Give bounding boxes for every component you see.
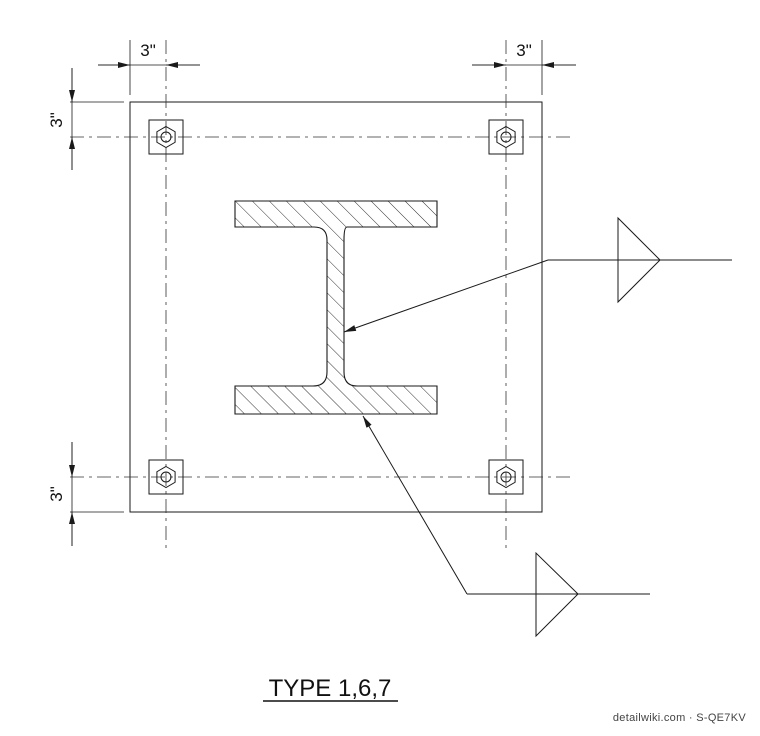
dimension-top-left [98, 40, 200, 95]
anchor-bolt-bottom-right [488, 459, 524, 495]
fillet-weld-icon [617, 216, 661, 304]
weld-callout-web [343, 216, 732, 333]
dimension-label-left-top: 3" [47, 112, 66, 128]
fillet-weld-icon [535, 551, 579, 638]
dimension-top-right [472, 40, 576, 95]
wide-flange-column-section [234, 200, 438, 415]
watermark-text: detailwiki.com · S-QE7KV [613, 712, 746, 724]
anchor-bolt-bottom-left [148, 459, 184, 495]
dimension-left-top [69, 68, 124, 170]
weld-callout-flange [362, 415, 650, 638]
dimension-label-top-left: 3" [140, 41, 156, 60]
detail-title: TYPE 1,6,7 [269, 675, 392, 702]
dimension-label-left-bottom: 3" [47, 486, 66, 502]
dimension-label-top-right: 3" [516, 41, 532, 60]
base-plate-outline [129, 101, 543, 513]
anchor-bolt-top-left [148, 119, 184, 155]
anchor-bolt-top-right [488, 119, 524, 155]
dimension-left-bottom [69, 442, 124, 546]
bolt-centerlines [70, 40, 570, 550]
